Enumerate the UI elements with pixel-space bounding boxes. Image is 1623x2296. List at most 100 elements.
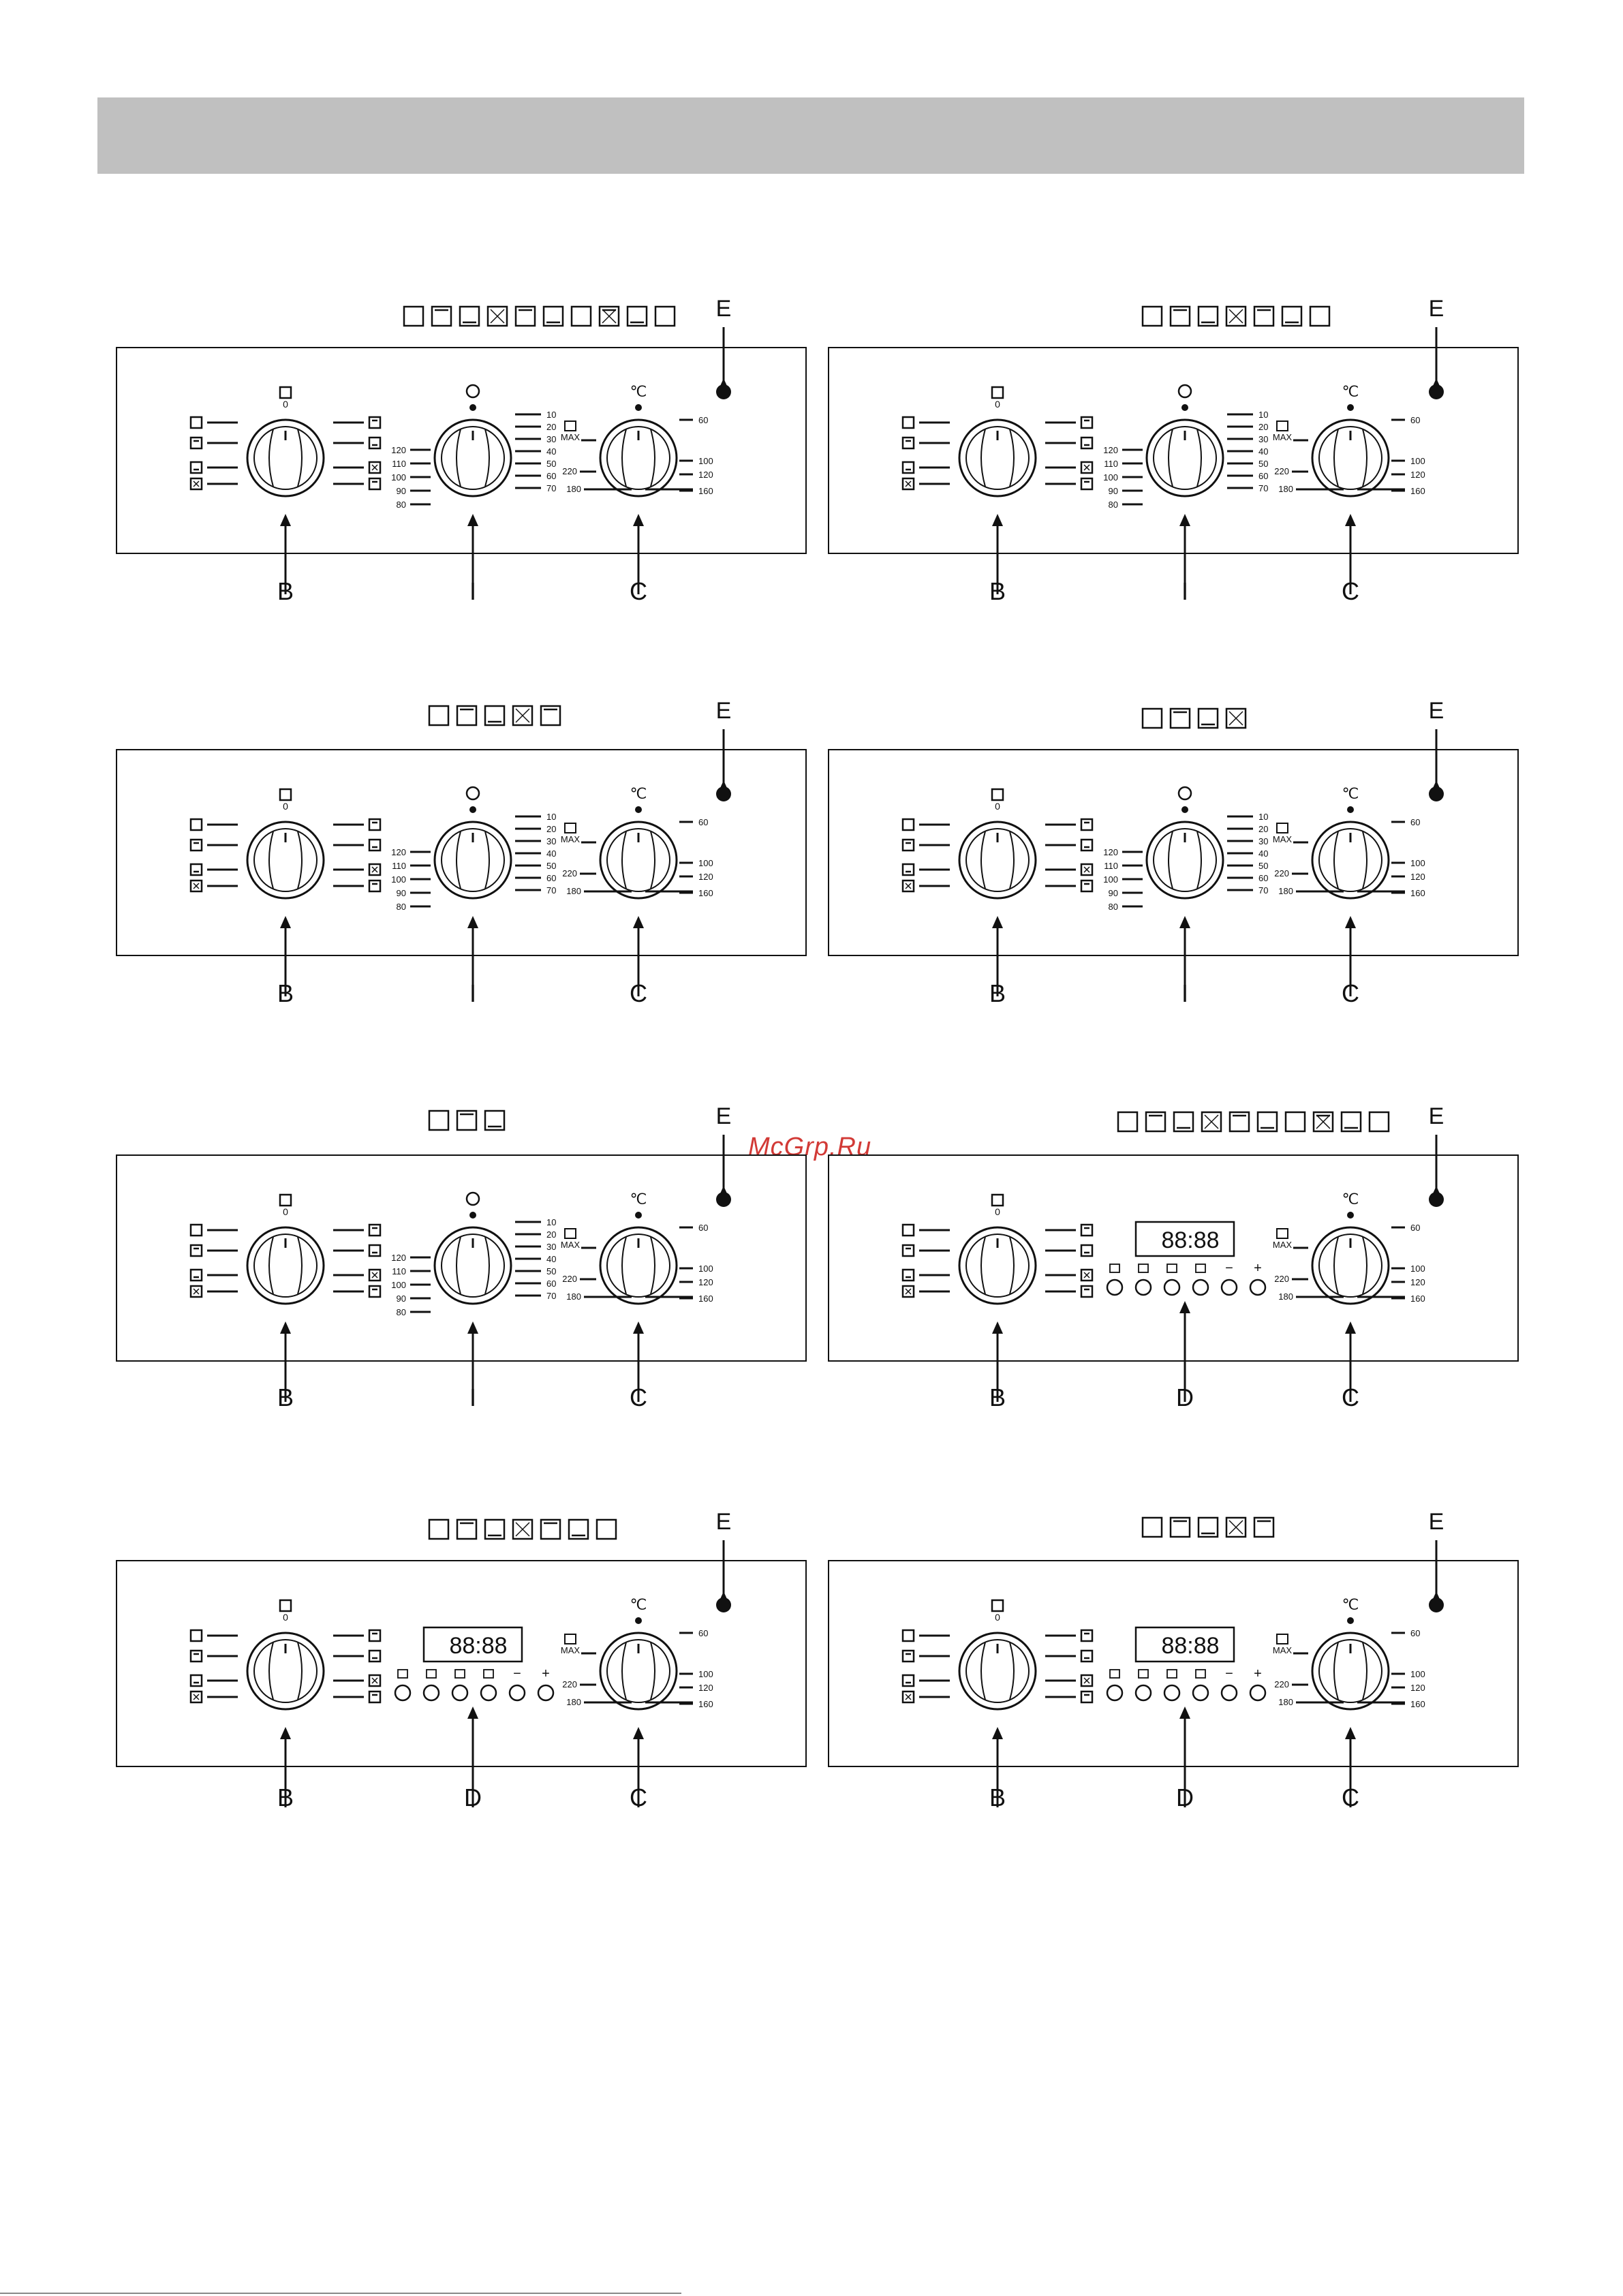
dial-zero: 0	[283, 1206, 288, 1217]
selector-mode-icon	[189, 1244, 203, 1257]
label-c: C	[1342, 1784, 1359, 1811]
thermo-label: 100	[698, 456, 713, 466]
mode-icon-x2	[1316, 1114, 1331, 1129]
timer-label: 90	[397, 888, 406, 898]
timer-label: 110	[1104, 861, 1118, 871]
programmer-arrow-head	[1179, 1301, 1190, 1313]
selector-mode-icon-x2	[193, 1288, 200, 1295]
thermo-label: 100	[1410, 1264, 1425, 1274]
mode-icon	[542, 305, 564, 327]
button-symbol: +	[542, 1666, 550, 1681]
selector-mode-icon	[1080, 818, 1094, 831]
selector-knob	[958, 418, 1037, 498]
selector-mode-icon	[901, 416, 915, 429]
off-icon	[279, 788, 292, 801]
timer-label: 20	[1258, 824, 1268, 834]
selector-mode-icon-x2	[371, 464, 378, 471]
max-label: MAX	[1273, 834, 1293, 844]
selector-knob-grip-right	[1009, 1236, 1015, 1295]
thermostat-knob-grip-right	[1362, 1236, 1367, 1295]
programmer-button	[1134, 1279, 1152, 1296]
lamp-arrow-head	[1431, 1186, 1442, 1198]
celsius-icon: ℃	[630, 383, 647, 400]
programmer-button	[1192, 1279, 1209, 1296]
panel-frame	[828, 347, 1519, 554]
thermostat-knob-grip-right	[1362, 831, 1367, 889]
timer-label: 100	[391, 874, 406, 885]
selector-mode-icon	[1080, 436, 1094, 450]
mode-icon	[654, 305, 676, 327]
max-label: MAX	[561, 1240, 581, 1250]
thermo-label: 100	[698, 1669, 713, 1679]
thermostat-knob-grip-left	[621, 1236, 627, 1295]
selector-mode-icon	[368, 1674, 382, 1687]
oven-panel-2: E0B102030405060701201101009080I℃MAX60100…	[828, 296, 1519, 605]
timer-knob-grip-right	[484, 429, 490, 487]
programmer-button	[1220, 1279, 1238, 1296]
button-symbol-icon	[1109, 1264, 1120, 1273]
clock-display	[422, 1626, 523, 1663]
label-e: E	[1429, 1509, 1444, 1535]
mode-icon	[403, 305, 424, 327]
mode-icon	[1228, 1111, 1250, 1133]
thermostat-knob-grip-right	[650, 831, 655, 889]
panel-frame	[828, 1560, 1519, 1767]
thermo-dot	[635, 404, 642, 411]
label-e: E	[716, 1103, 732, 1129]
max-label: MAX	[1273, 1645, 1293, 1655]
timer-label: 40	[546, 1254, 556, 1264]
timer-label: 60	[546, 873, 556, 883]
thermostat-knob-grip-left	[1333, 1236, 1339, 1295]
label-c: C	[630, 1383, 647, 1411]
dial-zero: 0	[995, 1612, 1000, 1623]
selector-mode-icon	[189, 1649, 203, 1663]
selector-mode-icon	[901, 1690, 915, 1704]
thermostat-knob-grip-right	[1362, 1642, 1367, 1700]
thermostat-knob-inner	[606, 1234, 670, 1298]
selector-mode-icon-x2	[905, 1694, 912, 1700]
mode-icon-x2	[602, 309, 617, 324]
selector-knob-grip-right	[297, 1642, 303, 1700]
selector-knob-grip-left	[980, 831, 986, 889]
oven-panel-5: E0B102030405060701201101009080I℃MAX60100…	[116, 1103, 807, 1411]
thermo-dot	[1347, 806, 1354, 813]
programmer-arrow-head	[1179, 1706, 1190, 1719]
label-e: E	[716, 1509, 732, 1535]
selector-mode-icon-x2	[1083, 464, 1090, 471]
timer-knob-grip-right	[484, 1236, 490, 1295]
max-label: MAX	[1273, 1240, 1293, 1250]
mode-icon	[1225, 707, 1247, 729]
timer-dot	[1181, 806, 1188, 813]
selector-mode-icon-x2	[371, 1272, 378, 1279]
selector-mode-icon	[368, 416, 382, 429]
timer-label: 80	[397, 902, 406, 912]
timer-label: 50	[546, 459, 556, 469]
label-b: B	[277, 1383, 294, 1411]
selector-mode-icon	[189, 1629, 203, 1642]
selector-knob-inner	[253, 1639, 318, 1703]
thermostat-knob-grip-left	[621, 429, 627, 487]
thermo-label: 160	[698, 1294, 713, 1304]
timer-knob-inner	[1153, 828, 1217, 892]
celsius-icon: ℃	[1342, 1596, 1359, 1613]
mode-icon	[596, 1518, 617, 1540]
thermo-label: 180	[1278, 1291, 1293, 1302]
mode-icon	[484, 1109, 506, 1131]
mode-icon-x2	[1228, 711, 1243, 726]
mode-icon	[512, 705, 534, 726]
panel-frame	[828, 1154, 1519, 1362]
mode-icon-x2	[1228, 309, 1243, 324]
button-symbol: −	[1225, 1666, 1233, 1681]
selector-mode-icon	[189, 1268, 203, 1282]
off-icon	[279, 1193, 292, 1207]
thermo-label: 60	[1410, 1223, 1420, 1233]
label-b: B	[277, 577, 294, 605]
max-label: MAX	[561, 1645, 581, 1655]
selector-knob-grip-left	[980, 1236, 986, 1295]
timer-label: 120	[391, 445, 406, 455]
timer-label: 120	[391, 847, 406, 857]
button-symbol-icon	[1138, 1264, 1149, 1273]
programmer-button	[1163, 1684, 1181, 1702]
max-label: MAX	[561, 432, 581, 442]
